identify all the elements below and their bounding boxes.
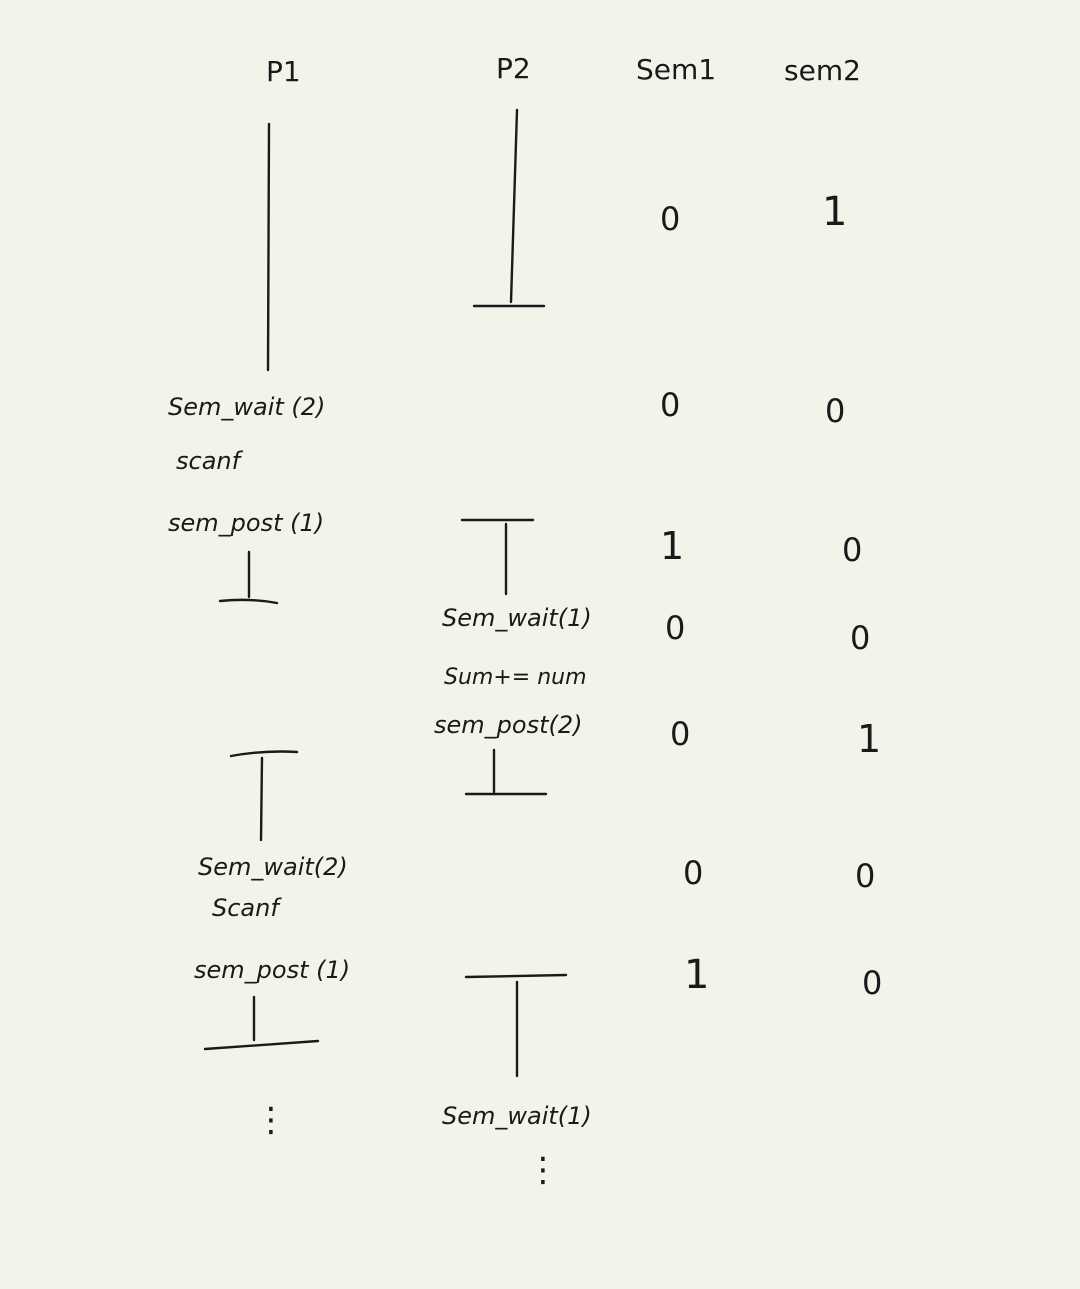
p1-sem-wait-2: Sem_wait(2) bbox=[198, 853, 348, 881]
p1-sem-post-2: sem_post (1) bbox=[194, 956, 351, 984]
sem1-value-row-4: 0 bbox=[670, 715, 691, 753]
sem2-value-row-6: 0 bbox=[862, 964, 883, 1002]
p1-wake-bar-2 bbox=[229, 750, 299, 758]
sem1-initial: 0 bbox=[660, 200, 681, 238]
p1-sem-wait-1: Sem_wait (2) bbox=[168, 393, 326, 421]
p1-block-bar-3 bbox=[203, 1039, 320, 1051]
sem2-value-row-1: 0 bbox=[825, 392, 846, 430]
p1-sem-post-1: sem_post (1) bbox=[168, 509, 325, 537]
sem2-value-row-3: 0 bbox=[850, 619, 871, 657]
header-p2: P2 bbox=[496, 52, 531, 85]
sem1-value-row-3: 0 bbox=[665, 609, 686, 647]
p1-scanf-2: Scanf bbox=[212, 894, 279, 922]
sem2-value-row-2: 0 bbox=[842, 531, 863, 569]
p2-run-line bbox=[509, 108, 519, 304]
header-p1: P1 bbox=[266, 55, 301, 88]
p1-block-bar-1 bbox=[218, 598, 279, 605]
p1-wake-stem-2 bbox=[259, 756, 264, 842]
sem2-initial: 1 bbox=[822, 189, 848, 235]
p2-sum: Sum+= num bbox=[444, 665, 587, 690]
sem2-value-row-5: 0 bbox=[855, 857, 876, 895]
sem1-value-row-1: 0 bbox=[660, 386, 681, 424]
p2-sem-wait-1: Sem_wait(1) bbox=[442, 604, 592, 632]
p2-ellipsis: ⋮ bbox=[526, 1150, 560, 1190]
p1-run-line bbox=[266, 122, 271, 372]
header-sem2: sem2 bbox=[784, 54, 861, 87]
header-sem1: Sem1 bbox=[636, 53, 717, 86]
sem1-value-row-2: 1 bbox=[660, 524, 685, 568]
sem1-value-row-6: 1 bbox=[684, 952, 710, 998]
p2-wake-bar-3 bbox=[464, 973, 568, 979]
sem2-value-row-4: 1 bbox=[857, 717, 882, 761]
p2-sem-post-1: sem_post(2) bbox=[434, 711, 583, 739]
sem1-value-row-5: 0 bbox=[683, 854, 704, 892]
p2-sem-wait-2: Sem_wait(1) bbox=[442, 1102, 592, 1130]
p1-ellipsis: ⋮ bbox=[254, 1100, 288, 1140]
p1-scanf-1: scanf bbox=[176, 447, 241, 475]
